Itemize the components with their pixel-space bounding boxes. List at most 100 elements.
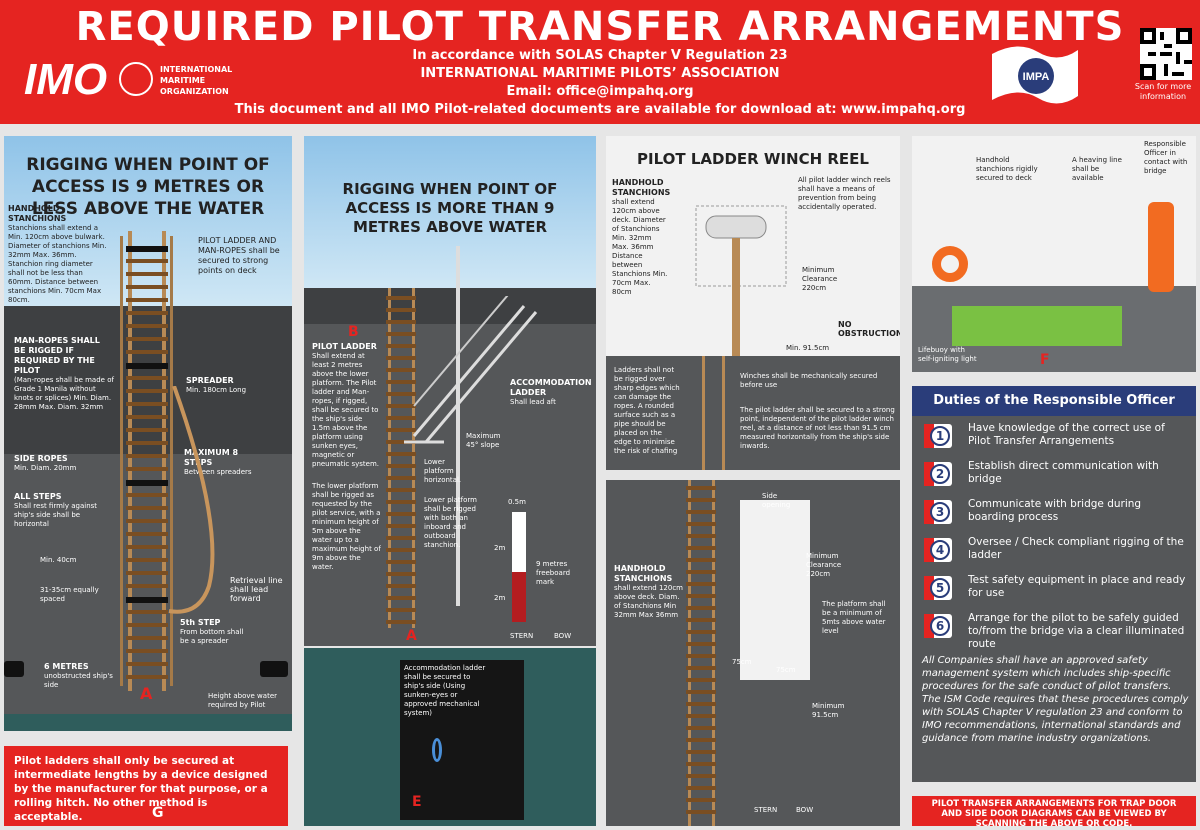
ladder-rung (386, 320, 416, 324)
trap-door-note: PILOT TRANSFER ARRANGEMENTS FOR TRAP DOO… (912, 796, 1196, 829)
imo-logo: IMO INTERNATIONAL MARITIME ORGANIZATION (24, 55, 232, 104)
width-75cm-label-a: 75cm (732, 658, 752, 666)
panel-f-deck-safety: Handhold stanchions rigidly secured to d… (912, 136, 1196, 372)
duty-number-icon: 1 (924, 424, 952, 448)
ladder-rung (126, 558, 168, 562)
ladder-rung (386, 500, 416, 504)
ladder-rung (686, 786, 716, 790)
side-door-clearance-note: Minimum Clearance 220cm (806, 552, 842, 578)
qr-code[interactable] (1140, 28, 1192, 80)
ladder-rung (126, 415, 168, 419)
platform-height-note: The platform shall be a minimum of 5mts … (822, 600, 886, 635)
duty-item: 1 Have knowledge of the correct use of P… (920, 422, 1190, 456)
lower-platform-horizontal-note: Lower platform horizontal. (424, 458, 462, 484)
stern-label: STERN (510, 632, 534, 640)
winches-secured-note: Winches shall be mechanically secured be… (740, 372, 878, 389)
panel-rigging-9m-or-less: RIGGING WHEN POINT OF ACCESS IS 9 METRES… (4, 136, 292, 731)
ladder-rung (386, 476, 416, 480)
ladder-rung (686, 678, 716, 682)
sea (4, 714, 292, 731)
header-regulation: In accordance with SOLAS Chapter V Regul… (412, 48, 788, 63)
ladder-rung (686, 654, 716, 658)
label-f: F (1040, 352, 1050, 368)
lower-platform-note: The lower platform shall be rigged as re… (312, 482, 381, 571)
ladder-rung (686, 594, 716, 598)
sky-background (304, 136, 596, 288)
lifebuoy-note: Lifebuoy with self-igniting light (918, 346, 977, 363)
ladder-rung (386, 332, 416, 336)
ladder-rung (386, 596, 416, 600)
ladder-rung (386, 428, 416, 432)
ladder-rung (126, 402, 168, 406)
ladder-rung (386, 296, 416, 300)
ladder-rung (386, 368, 416, 372)
ladder-rung (386, 452, 416, 456)
label-a: A (140, 684, 153, 703)
responsible-officer-note: Responsible Officer in contact with brid… (1144, 140, 1188, 175)
ladder-rung (126, 454, 168, 458)
ladder-rung (686, 714, 716, 718)
panel-e-text: Accommodation ladder shall be secured to… (404, 664, 486, 717)
ladder-rung (386, 464, 416, 468)
ladder-rung (686, 618, 716, 622)
impa-flag-logo: IMPA (992, 46, 1078, 104)
half-metre-label: 0.5m (508, 498, 526, 506)
ladder-rung (686, 522, 716, 526)
ladder-rung (126, 584, 168, 588)
winch-reel-note: All pilot ladder winch reels shall have … (798, 176, 891, 211)
ladder-rung (686, 630, 716, 634)
side-door-stern-label: STERN (754, 806, 778, 814)
winch-min-915-note: Min. 91.5cm (786, 344, 830, 352)
ladder-rung (386, 572, 416, 576)
ladder-rung (386, 584, 416, 588)
panel-g-securing-note: Pilot ladders shall only be secured at i… (4, 746, 288, 826)
ladder-rung (126, 675, 168, 679)
duty-item: 3 Communicate with bridge during boardin… (920, 498, 1190, 532)
ladder-rung (126, 545, 168, 549)
ladder-rung (386, 548, 416, 552)
ladder-rung (686, 534, 716, 538)
ladder-rung (126, 493, 168, 497)
ladder-rung (686, 726, 716, 730)
duty-number-icon: 5 (924, 576, 952, 600)
ladder-rung (126, 311, 168, 315)
ladder-rung (126, 350, 168, 354)
side-door-bow-label: BOW (796, 806, 814, 814)
duty-item: 6 Arrange for the pilot to be safely gui… (920, 612, 1190, 650)
ladder-rung (126, 649, 168, 653)
panel-a-title: RIGGING WHEN POINT OF ACCESS IS 9 METRES… (26, 155, 270, 219)
ladder-rung (126, 363, 168, 369)
ladder-rung (686, 750, 716, 754)
header-email[interactable]: Email: office@impahq.org (506, 84, 694, 99)
imo-logo-text: IMO (24, 55, 108, 104)
duty-item: 5 Test safety equipment in place and rea… (920, 574, 1190, 608)
qr-caption: Scan for more information (1134, 82, 1192, 101)
ladder-rung (126, 662, 168, 666)
ladder-rung (126, 636, 168, 640)
header-download[interactable]: This document and all IMO Pilot-related … (234, 102, 966, 117)
ladder-rung (126, 324, 168, 328)
ladder-rung (686, 570, 716, 574)
ladder-rung (126, 571, 168, 575)
accommodation-ladder (404, 296, 538, 444)
ladder-rung (126, 272, 168, 276)
side-opening-note: Side opening (762, 492, 791, 509)
ladder-rung (386, 524, 416, 528)
ladder-rung (686, 558, 716, 562)
ladder-rung (126, 532, 168, 536)
ladder-rung (386, 560, 416, 564)
panel-g-text: Pilot ladders shall only be secured at i… (14, 755, 268, 823)
qr-code-icon (1140, 28, 1192, 80)
label-b: B (348, 324, 359, 340)
winch-title: PILOT LADDER WINCH REEL (637, 150, 869, 168)
width-75cm-label-b: 75cm (776, 666, 796, 674)
impa-logo-text: IMPA (1023, 71, 1050, 83)
ladder-rung (686, 690, 716, 694)
ladder-rung (126, 597, 168, 603)
ladder-rung (386, 488, 416, 492)
sharp-edges-note: Ladders shall not be rigged over sharp e… (614, 366, 680, 455)
winch-reel-drawing (695, 205, 787, 356)
ladder-rung (126, 428, 168, 432)
